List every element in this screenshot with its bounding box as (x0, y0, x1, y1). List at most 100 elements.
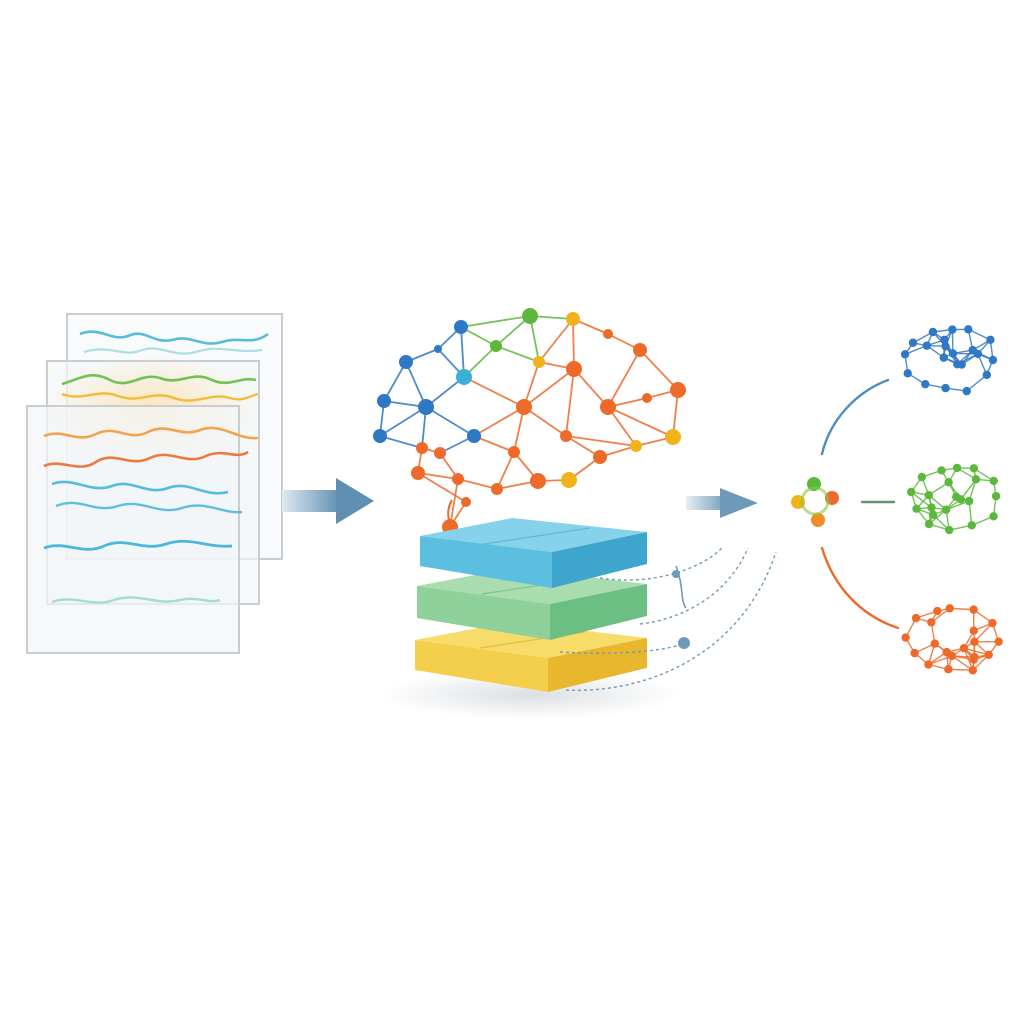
brain-edge (457, 478, 498, 490)
wave-front-4 (55, 501, 243, 514)
hub-connectors (820, 378, 900, 630)
cluster-node (982, 370, 992, 380)
brain-node (522, 308, 538, 324)
brain-node (630, 440, 642, 452)
cluster-node (927, 618, 936, 627)
flow-line-2 (639, 547, 749, 625)
cluster-node (968, 666, 978, 675)
arrow-right-icon (686, 488, 758, 518)
frame-front (26, 405, 240, 654)
brain-node (633, 343, 647, 357)
layer-bottom-right (548, 638, 647, 692)
brain-edge (607, 406, 674, 438)
brain-node (434, 447, 446, 459)
layer-bottom (415, 622, 647, 692)
network-cluster-icon (906, 463, 1001, 535)
wave-mid-2 (61, 392, 259, 402)
cluster-node (970, 652, 979, 662)
network-cluster-icon (900, 325, 998, 396)
cluster-node (991, 491, 1001, 501)
layer-top-top (420, 518, 647, 552)
wave-front-3 (51, 480, 229, 495)
cluster-node (952, 463, 962, 473)
cluster-node (988, 355, 998, 365)
cluster-node (989, 512, 998, 521)
brain-node (456, 369, 472, 385)
cluster-node (939, 353, 948, 362)
cluster-node (959, 644, 969, 653)
stack-shadow (380, 671, 680, 719)
cluster-node (945, 525, 954, 535)
brain-edge (473, 406, 525, 437)
flow-dot-1 (672, 570, 680, 578)
flow-line-4 (559, 639, 691, 654)
cluster-node (967, 521, 976, 530)
layer-top-right (552, 532, 647, 588)
cluster-node (969, 605, 978, 614)
cluster-node (968, 345, 977, 355)
brain-edge (565, 368, 575, 437)
brain-edge (639, 349, 679, 391)
brain-node (642, 393, 652, 403)
cluster-node (930, 639, 940, 648)
neural-brain-network-icon (373, 308, 686, 535)
cluster-node (948, 325, 957, 334)
hub-dot-bottom (811, 513, 825, 527)
cluster-edge (951, 655, 974, 671)
brain-stem (447, 499, 453, 529)
cluster-node (924, 519, 934, 529)
brain-node (454, 320, 468, 334)
cluster-node (986, 335, 995, 345)
brain-edge (417, 472, 467, 503)
brain-edge (496, 451, 515, 490)
network-cluster-icon (901, 604, 1003, 675)
brain-node (516, 399, 532, 415)
cluster-node (945, 604, 954, 613)
cluster-node (903, 369, 912, 378)
flow-hooks (672, 565, 690, 649)
cluster-node (941, 505, 951, 514)
cluster-node (910, 648, 919, 658)
cluster-edge (910, 491, 932, 509)
brain-edge (425, 376, 465, 408)
brain-node (418, 399, 434, 415)
dashed-flow-lines (559, 547, 777, 692)
cluster-node (933, 606, 942, 616)
brain-edge (405, 361, 427, 408)
cluster-node (941, 341, 950, 351)
brain-node (593, 450, 607, 464)
brain-edges (379, 315, 679, 528)
brain-node (603, 329, 613, 339)
cluster-node (988, 618, 997, 628)
cluster-node (962, 386, 971, 396)
signal-frames-icon (26, 313, 283, 654)
brain-node (377, 394, 391, 408)
brain-edge (565, 435, 637, 447)
brain-node (491, 483, 503, 495)
brain-node (533, 356, 545, 368)
brain-edge (607, 406, 637, 447)
wave-front-5 (43, 539, 233, 551)
brain-node (434, 345, 442, 353)
brain-edge (538, 318, 574, 363)
cluster-edge (963, 647, 989, 656)
brain-node (670, 382, 686, 398)
arrow-right-icon (282, 478, 374, 524)
wave-front-6 (51, 596, 221, 604)
flow-dot-2 (678, 637, 690, 649)
cluster-node (921, 379, 930, 389)
brain-edge (523, 406, 567, 437)
brain-node (373, 429, 387, 443)
brain-node (560, 430, 572, 442)
brain-edge (383, 361, 407, 402)
brain-node (452, 473, 464, 485)
brain-node (566, 312, 580, 326)
cluster-node (994, 637, 1003, 646)
cluster-node (970, 637, 979, 646)
cluster-node (941, 383, 950, 393)
brain-node (508, 446, 520, 458)
brain-edge (449, 478, 459, 528)
cluster-node (912, 504, 921, 513)
brain-node (530, 473, 546, 489)
layer-top (420, 518, 647, 588)
